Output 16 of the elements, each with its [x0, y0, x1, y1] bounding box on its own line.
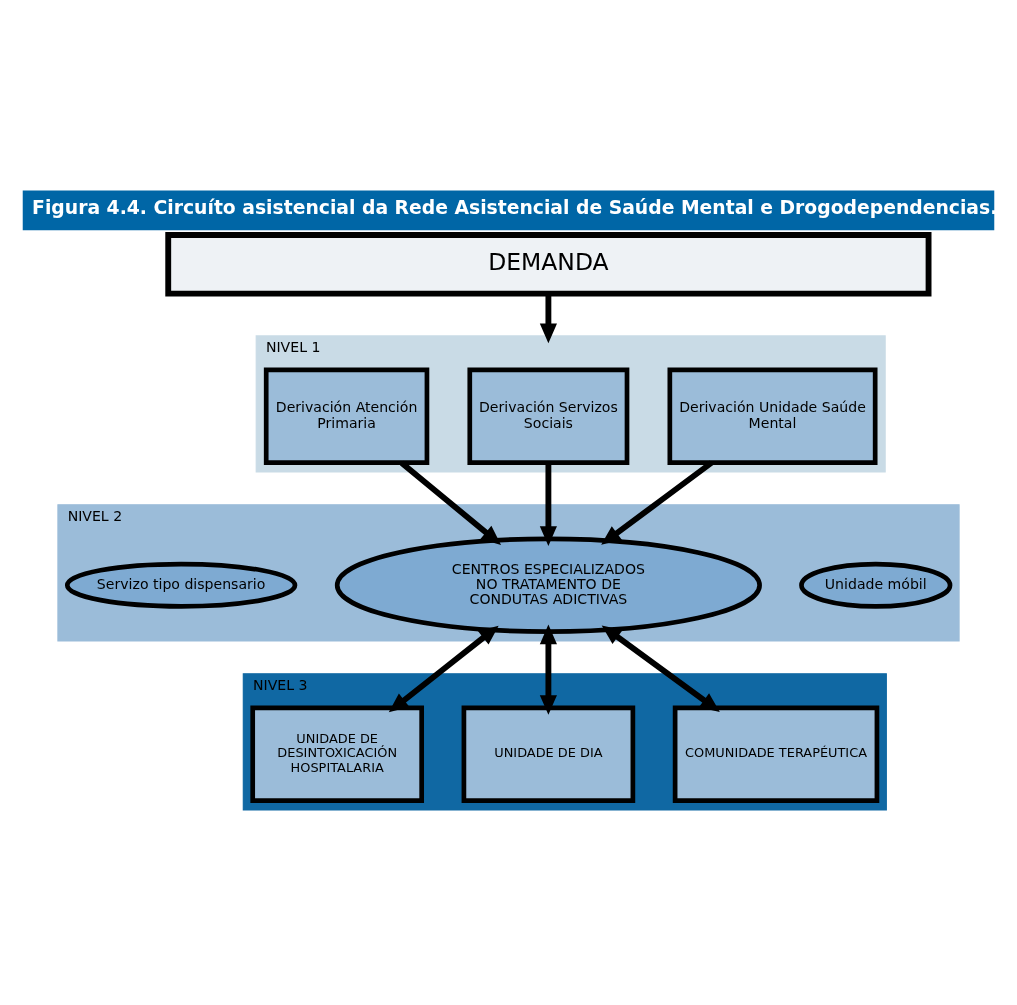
arrow [539, 624, 557, 715]
node-box: UNIDADE DE DIA [461, 705, 636, 803]
node-box: UNIDADE DE DESINTOXICACIÓN HOSPITALARIA [250, 705, 424, 803]
node-box: Derivación Servizos Sociais [467, 367, 630, 465]
arrow [601, 460, 714, 545]
arrow [539, 293, 557, 344]
arrow [601, 625, 720, 712]
node-box: Derivación Unidade Saúde Mental [667, 367, 878, 465]
node-box: COMUNIDADE TERAPÉUTICA [672, 705, 880, 803]
node-box: DEMANDA [165, 232, 932, 297]
node-ellipse: Unidade móbil [799, 561, 953, 609]
node-ellipse: Servizo tipo dispensario [64, 561, 298, 609]
node-ellipse: CENTROS ESPECIALIZADOS NO TRATAMENTO DE CONDUTAS ADICTIVAS [334, 536, 762, 634]
arrow [388, 625, 499, 713]
node-box: Derivación Atención Primaria [263, 367, 430, 465]
arrow [539, 462, 557, 546]
